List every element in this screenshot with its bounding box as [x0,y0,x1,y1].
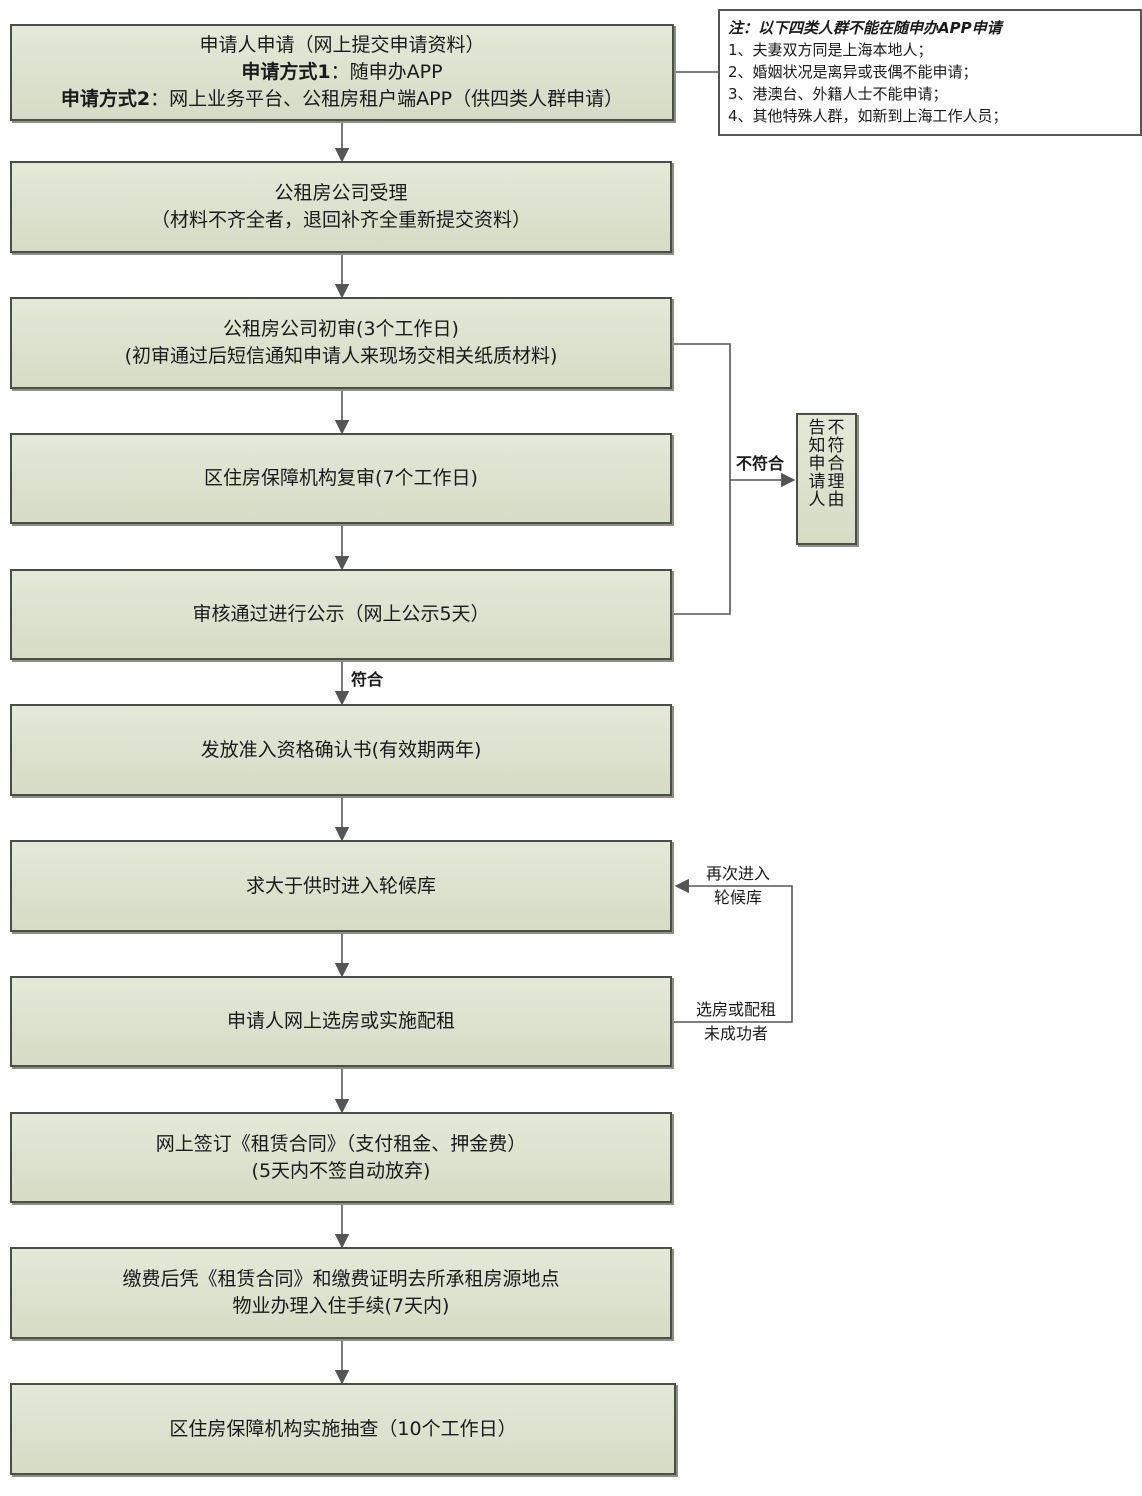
step-publicity-line1: 审核通过进行公示（网上公示5天） [192,603,490,625]
step-certificate: 发放准入资格确认书(有效期两年) [10,704,672,796]
step-select-house: 申请人网上选房或实施配租 [10,976,672,1067]
note-title: 注：以下四类人群不能在随申办APP申请 [728,19,1002,37]
step-initial-review-line1: 公租房公司初审(3个工作日) [223,318,459,340]
step-accept-line2: （材料不齐全者，退回补齐全重新提交资料） [150,209,531,231]
label-fail-line1: 选房或配租 [695,1000,776,1019]
label-selection-failed: 选房或配租 未成功者 [680,998,792,1046]
reject-notice-box: 不符合理由 告知申请人 [796,413,857,545]
step-select-house-line1: 申请人网上选房或实施配租 [226,1010,455,1032]
note-item: 2、婚姻状况是离异或丧偶不能申请； [728,63,978,81]
label-reenter-pool: 再次进入 轮候库 [688,862,788,910]
note-item: 4、其他特殊人群，如新到上海工作人员； [728,107,1008,125]
vertical-char: 符 [827,436,845,456]
vertical-char: 请 [808,472,826,492]
step-move-in: 缴费后凭《租赁合同》和缴费证明去所承租房源地点 物业办理入住手续(7天内) [10,1247,672,1339]
vertical-char: 由 [827,490,845,510]
label-reenter-line1: 再次进入 [705,864,770,883]
vertical-char: 告 [808,418,826,438]
label-reenter-line2: 轮候库 [713,888,762,907]
step-spot-check: 区住房保障机构实施抽查（10个工作日） [10,1383,676,1475]
step-accept: 公租房公司受理 （材料不齐全者，退回补齐全重新提交资料） [10,161,672,253]
reject-reason-column: 不符合理由 [828,419,845,539]
label-fail-line2: 未成功者 [703,1024,768,1043]
vertical-char: 人 [808,490,826,510]
label-not-qualified: 不符合 [735,454,784,473]
vertical-char: 理 [827,472,845,492]
method1-label: 申请方式1 [241,61,331,83]
step-apply-method2: 申请方式2：网上业务平台、公租房租户端APP（供四类人群申请） [61,86,623,113]
step-re-review-line1: 区住房保障机构复审(7个工作日) [204,467,478,489]
step-accept-line1: 公租房公司受理 [274,182,408,204]
step-apply-line1: 申请人申请（网上提交申请资料） [199,34,485,56]
step-certificate-line1: 发放准入资格确认书(有效期两年) [200,738,482,761]
step-waiting-pool: 求大于供时进入轮候库 [10,840,672,932]
step-initial-review-line2: (初审通过后短信通知申请人来现场交相关纸质材料) [124,345,558,367]
step-sign-contract-line1: 网上签订《租赁合同》（支付租金、押金费） [155,1132,527,1155]
step-waiting-pool-line1: 求大于供时进入轮候库 [245,874,436,897]
note-item: 3、港澳台、外籍人士不能申请； [728,85,948,103]
retry-loop [674,878,793,1023]
step-sign-contract: 网上签订《租赁合同》（支付租金、押金费） (5天内不签自动放弃) [10,1112,672,1203]
step-apply-method1: 申请方式1：随申办APP [241,59,442,86]
step-move-in-line1: 缴费后凭《租赁合同》和缴费证明去所承租房源地点 [122,1268,560,1290]
vertical-char: 不 [827,418,845,438]
vertical-char: 申 [808,454,826,474]
method1-text: ：随申办APP [330,61,443,83]
note-box: 注：以下四类人群不能在随申办APP申请 1、夫妻双方同是上海本地人； 2、婚姻状… [718,9,1142,136]
vertical-char: 合 [827,454,845,474]
label-qualified: 符合 [350,670,383,689]
step-publicity: 审核通过进行公示（网上公示5天） [10,569,672,660]
notify-applicant-column: 告知申请人 [809,419,826,539]
vertical-char: 知 [808,436,826,456]
reject-bracket [674,343,731,615]
step-move-in-line2: 物业办理入住手续(7天内) [232,1295,450,1317]
note-item: 1、夫妻双方同是上海本地人； [728,41,933,59]
step-apply: 申请人申请（网上提交申请资料） 申请方式1：随申办APP 申请方式2：网上业务平… [10,24,674,121]
method2-text: ：网上业务平台、公租房租户端APP（供四类人群申请） [150,88,624,110]
method2-label: 申请方式2 [60,88,151,110]
step-initial-review: 公租房公司初审(3个工作日) (初审通过后短信通知申请人来现场交相关纸质材料) [10,297,672,389]
step-spot-check-line1: 区住房保障机构实施抽查（10个工作日） [169,1417,517,1440]
step-sign-contract-line2: (5天内不签自动放弃) [251,1159,431,1182]
step-re-review: 区住房保障机构复审(7个工作日) [10,433,672,524]
